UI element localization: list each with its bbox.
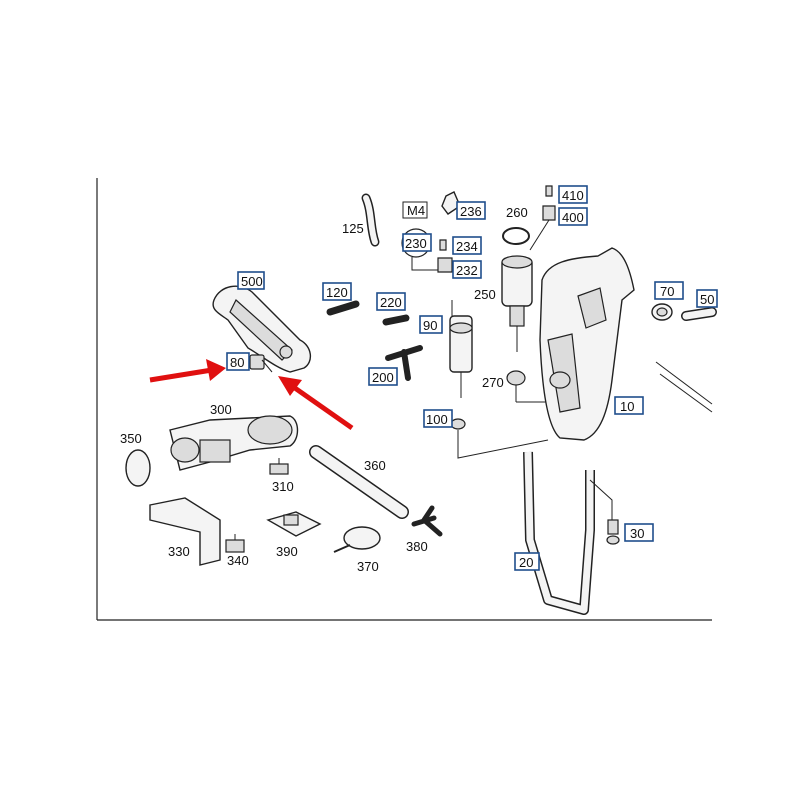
svg-text:200: 200 xyxy=(372,370,394,385)
label-330: 330 xyxy=(168,544,190,559)
right-edge-line-2 xyxy=(659,373,713,413)
svg-text:234: 234 xyxy=(456,239,478,254)
svg-text:10: 10 xyxy=(620,399,634,414)
svg-text:30: 30 xyxy=(630,526,644,541)
callout-120[interactable]: 120 xyxy=(322,282,352,301)
label-125: 125 xyxy=(342,221,364,236)
svg-text:230: 230 xyxy=(405,236,427,251)
callout-90[interactable]: 90 xyxy=(419,315,443,334)
cable-tie-part-370 xyxy=(333,526,381,553)
fitting-part-236 xyxy=(441,191,461,215)
fitting-part-220 xyxy=(382,314,410,326)
svg-text:90: 90 xyxy=(423,318,437,333)
callout-220[interactable]: 220 xyxy=(376,292,406,311)
label-390: 390 xyxy=(276,544,298,559)
frame-tag-box xyxy=(402,201,428,219)
callout-410[interactable]: 410 xyxy=(558,185,588,204)
connector-part-380 xyxy=(411,505,443,537)
label-350: 350 xyxy=(120,431,142,446)
cap-part-70 xyxy=(651,303,673,321)
bolt-part-310 xyxy=(269,458,289,475)
strap-part-20 xyxy=(523,451,595,615)
oring-part-260 xyxy=(502,227,530,245)
frame-tag: M4 xyxy=(407,203,425,218)
bracket-part-330 xyxy=(149,497,221,566)
callout-234[interactable]: 234 xyxy=(452,236,482,255)
callout-500[interactable]: 500 xyxy=(237,271,265,290)
screw-part-30 xyxy=(589,479,620,545)
right-edge-line-1 xyxy=(655,361,713,405)
svg-text:100: 100 xyxy=(426,412,448,427)
callout-20[interactable]: 20 xyxy=(514,552,540,571)
svg-text:80: 80 xyxy=(230,355,244,370)
pump-part-250 xyxy=(501,255,533,352)
label-380: 380 xyxy=(406,539,428,554)
fitting-part-120 xyxy=(326,300,360,316)
pump-part-90 xyxy=(449,300,473,398)
label-370: 370 xyxy=(357,559,379,574)
callout-236[interactable]: 236 xyxy=(456,201,486,220)
callout-232[interactable]: 232 xyxy=(452,260,482,279)
grommet-part-270 xyxy=(506,370,526,386)
callout-200[interactable]: 200 xyxy=(368,367,398,386)
label-250: 250 xyxy=(474,287,496,302)
callout-70[interactable]: 70 xyxy=(654,281,684,300)
bolt-part-340 xyxy=(225,534,245,553)
red-arrow-left xyxy=(149,359,226,383)
svg-text:70: 70 xyxy=(660,284,674,299)
label-360: 360 xyxy=(364,458,386,473)
clip-part-390 xyxy=(266,511,322,537)
svg-text:50: 50 xyxy=(700,292,714,307)
svg-text:400: 400 xyxy=(562,210,584,225)
clip-part-100 xyxy=(450,418,466,430)
reservoir-part-10 xyxy=(539,247,635,441)
label-300: 300 xyxy=(210,402,232,417)
callout-50[interactable]: 50 xyxy=(696,289,718,308)
callout-100[interactable]: 100 xyxy=(423,409,453,428)
label-260: 260 xyxy=(506,205,528,220)
svg-text:500: 500 xyxy=(241,274,263,289)
fitting-part-232 xyxy=(437,257,453,273)
cap-part-350 xyxy=(125,449,151,487)
svg-text:410: 410 xyxy=(562,188,584,203)
red-arrow-right xyxy=(278,376,354,431)
connector-part-200 xyxy=(385,345,423,381)
clip-part-80 xyxy=(249,354,273,373)
label-340: 340 xyxy=(227,553,249,568)
label-310: 310 xyxy=(272,479,294,494)
label-270: 270 xyxy=(482,375,504,390)
svg-text:236: 236 xyxy=(460,204,482,219)
pump-part-300 xyxy=(169,415,299,471)
callout-230[interactable]: 230 xyxy=(402,233,432,252)
svg-text:20: 20 xyxy=(519,555,533,570)
callout-400[interactable]: 400 xyxy=(558,207,588,226)
callout-10[interactable]: 10 xyxy=(614,396,644,415)
callout-30[interactable]: 30 xyxy=(624,523,654,542)
callout-80[interactable]: 80 xyxy=(226,352,250,371)
svg-text:120: 120 xyxy=(326,285,348,300)
fitting-part-410 xyxy=(545,185,553,197)
fitting-part-234 xyxy=(439,239,447,251)
svg-text:220: 220 xyxy=(380,295,402,310)
svg-text:232: 232 xyxy=(456,263,478,278)
fitting-part-400 xyxy=(542,205,556,221)
